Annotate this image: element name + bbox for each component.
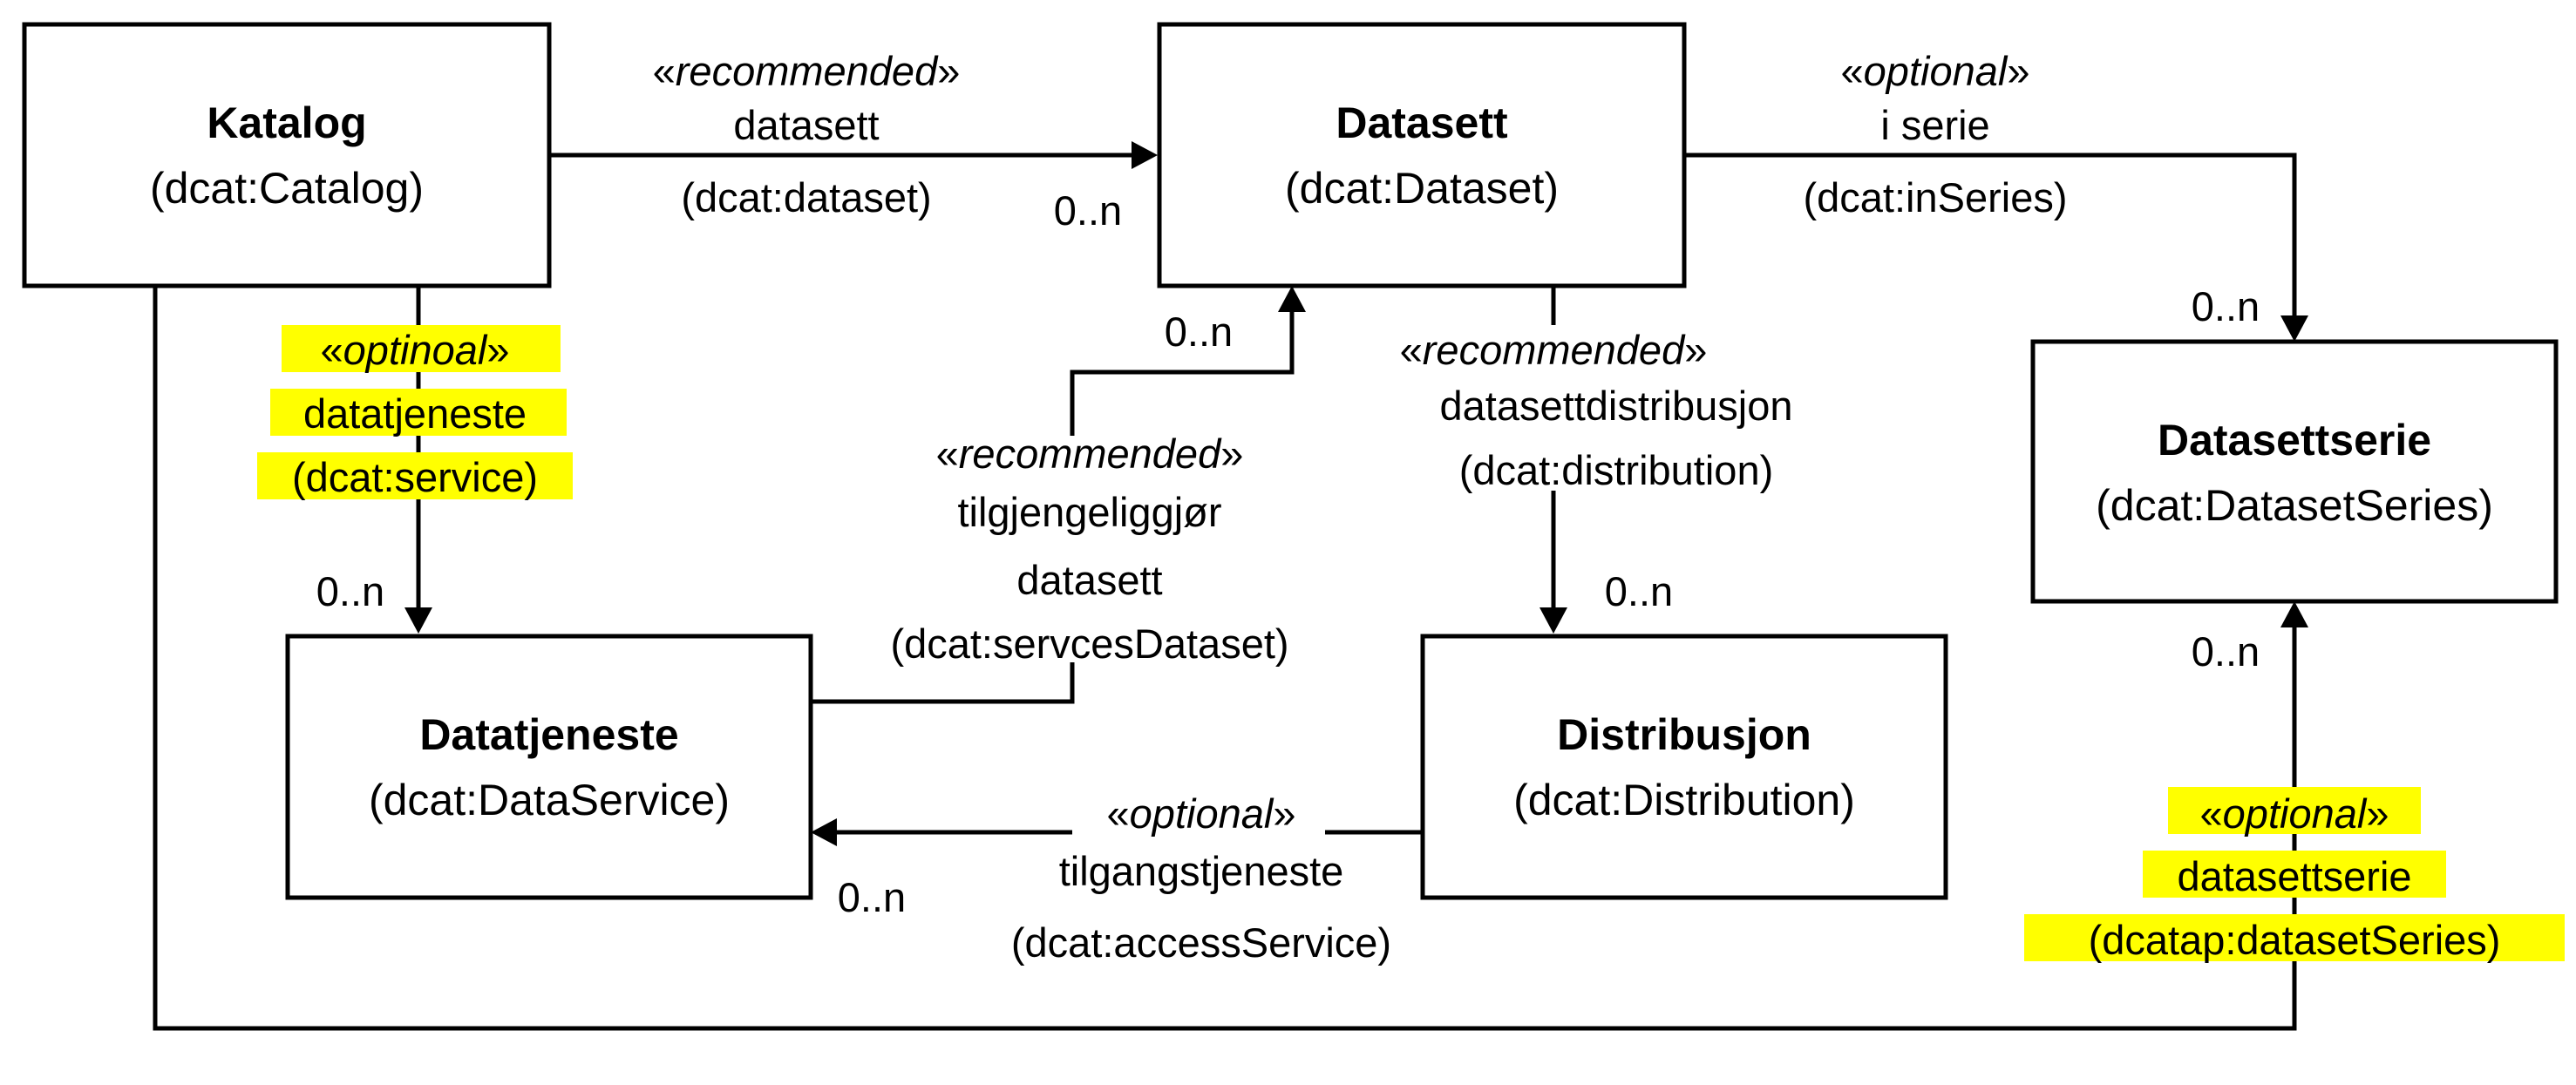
edge-label-service-dataset: «recommended» tilgjengeliggjør datasett … — [872, 431, 1308, 667]
node-name: Katalog — [207, 98, 366, 147]
node-name: Distribusjon — [1557, 710, 1811, 759]
arrowhead-service-dataset — [1278, 286, 1306, 312]
property-label: (dcat:service) — [292, 454, 538, 500]
node-name: Datatjeneste — [419, 710, 678, 759]
node-type: (dcat:DatasetSeries) — [2096, 481, 2493, 530]
association-name-label: datasettserie — [2177, 853, 2411, 899]
property-label: (dcat:inSeries) — [1804, 174, 2068, 220]
edge-label-catalog-dataset: «recommended» datasett (dcat:dataset) — [653, 48, 961, 220]
stereotype-label: «optinoal» — [321, 327, 510, 373]
association-name-label: i serie — [1880, 102, 1989, 148]
arrowhead-distribution-service — [811, 818, 837, 846]
edge-label-dataset-series: «optional» i serie (dcat:inSeries) — [1804, 48, 2068, 220]
arrowhead-catalog-dataset — [1132, 141, 1158, 169]
edge-label-distribution-service: «optional» tilgangstjeneste (dcat:access… — [1011, 790, 1391, 966]
stereotype-label: «optional» — [2200, 790, 2389, 837]
stereotype-label: «optional» — [1841, 48, 2030, 94]
multiplicity-label: 0..n — [2192, 283, 2260, 329]
node-type: (dcat:Dataset) — [1285, 164, 1559, 213]
property-label: (dcat:servcesDataset) — [890, 620, 1288, 667]
property-label: (dcat:dataset) — [681, 174, 931, 220]
multiplicity-label: 0..n — [1165, 309, 1233, 355]
edge-label-catalog-service: «optinoal» datatjeneste (dcat:service) — [257, 325, 573, 500]
association-name-label: tilgangstjeneste — [1059, 848, 1344, 894]
stereotype-label: «recommended» — [1400, 327, 1708, 373]
multiplicity-label: 0..n — [2192, 628, 2260, 675]
arrowhead-dataset-distribution — [1539, 607, 1567, 634]
association-name-label: datatjeneste — [303, 390, 527, 437]
edge-line-dataset-series — [1684, 153, 2297, 318]
node-name: Datasett — [1336, 98, 1508, 147]
multiplicity-label: 0..n — [1605, 568, 1673, 614]
arrowhead-catalog-series — [2280, 601, 2308, 627]
edge-label-catalog-series: «optional» datasettserie (dcatap:dataset… — [2024, 787, 2565, 963]
association-name-label: datasett — [733, 102, 879, 148]
association-name-label: tilgjengeliggjør — [957, 489, 1221, 535]
node-datasettserie[interactable]: Datasettserie (dcat:DatasetSeries) — [2030, 339, 2559, 604]
highlight-background — [2024, 914, 2565, 961]
edge-line-service-dataset — [811, 309, 1295, 704]
highlight-background — [270, 389, 567, 436]
highlight-background — [282, 325, 561, 372]
association-name-label: datasettdistribusjon — [1440, 383, 1793, 429]
node-datasett[interactable]: Datasett (dcat:Dataset) — [1157, 22, 1687, 288]
node-type: (dcat:DataService) — [369, 776, 730, 824]
highlight-background — [257, 452, 573, 499]
multiplicity-label: 0..n — [316, 568, 384, 614]
property-label: (dcatap:datasetSeries) — [2089, 917, 2501, 963]
stereotype-label: «recommended» — [653, 48, 961, 94]
property-label: (dcat:accessService) — [1011, 919, 1391, 966]
node-katalog[interactable]: Katalog (dcat:Catalog) — [22, 22, 552, 288]
node-datatjeneste[interactable]: Datatjeneste (dcat:DataService) — [285, 634, 813, 900]
highlight-background — [2143, 851, 2446, 898]
multiplicity-label: 0..n — [1054, 187, 1122, 234]
property-label: (dcat:distribution) — [1459, 447, 1774, 493]
node-name: Datasettserie — [2158, 416, 2431, 465]
node-type: (dcat:Catalog) — [150, 164, 424, 213]
stereotype-label: «recommended» — [936, 431, 1244, 477]
multiplicity-label: 0..n — [838, 874, 906, 920]
node-type: (dcat:Distribution) — [1513, 776, 1855, 824]
association-name-label-line-2: datasett — [1016, 557, 1162, 603]
edge-label-dataset-distribution: «recommended» datasettdistribusjon (dcat… — [1386, 325, 1792, 493]
node-distribusjon[interactable]: Distribusjon (dcat:Distribution) — [1420, 634, 1948, 900]
highlight-background — [2168, 787, 2421, 834]
stereotype-label: «optional» — [1107, 790, 1296, 837]
arrowhead-dataset-series — [2280, 315, 2308, 342]
arrowhead-catalog-service — [404, 607, 432, 634]
